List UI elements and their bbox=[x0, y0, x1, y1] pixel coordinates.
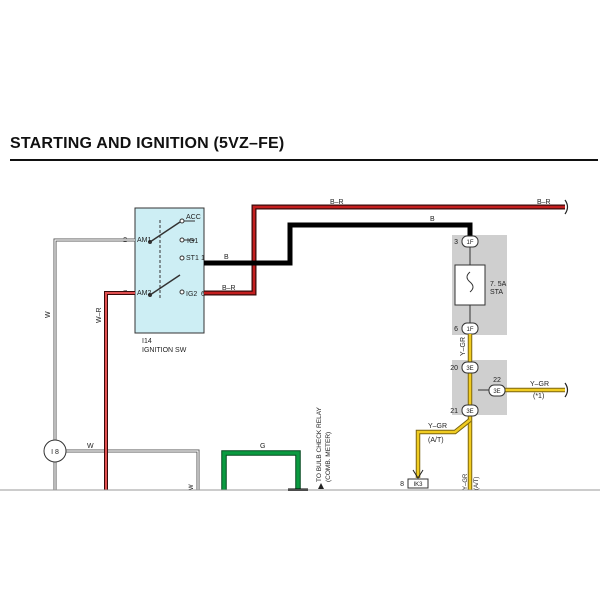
label-w-bottom: W bbox=[189, 484, 195, 490]
connector-3e-21-label: 3E bbox=[466, 409, 473, 415]
pin-acc-label: ACC bbox=[186, 214, 201, 221]
switch-contact-am1 bbox=[149, 221, 181, 243]
label-ygr-left: Y–GR bbox=[428, 423, 447, 430]
terminal-ig2 bbox=[179, 289, 185, 295]
blank-lower-area bbox=[0, 491, 600, 600]
connector-22-number: 22 bbox=[493, 377, 501, 384]
label-ygr-right: Y–GR bbox=[530, 381, 549, 388]
title-underline bbox=[10, 159, 598, 161]
pin-am2-label: AM2 bbox=[137, 290, 152, 297]
label-ygr-vertical: Y–GR bbox=[460, 337, 467, 356]
fuse-name: STA bbox=[490, 289, 503, 296]
label-ygr-bottom-note: (A/T) bbox=[474, 477, 480, 490]
switch-pivot-am1 bbox=[148, 240, 152, 244]
wire-g bbox=[221, 450, 308, 492]
connector-6-number: 6 bbox=[454, 326, 458, 333]
connector-3e-22-label: 3E bbox=[493, 389, 500, 395]
label-br-ig2: B–R bbox=[222, 285, 236, 292]
label-b-top: B bbox=[430, 216, 435, 223]
label-b-st1: B bbox=[224, 254, 229, 261]
label-g: G bbox=[260, 443, 265, 450]
connector-1f-top bbox=[461, 235, 479, 248]
relay-note-line2: (COMB. METER) bbox=[325, 432, 332, 482]
wire-ygr bbox=[412, 334, 569, 490]
connector-3e-22 bbox=[488, 384, 506, 397]
wire-b bbox=[204, 222, 473, 266]
fuse-rating: 7. 5A bbox=[490, 281, 507, 288]
wire-br bbox=[204, 199, 569, 296]
terminal-st1 bbox=[179, 255, 185, 261]
connector-3e-21 bbox=[461, 404, 479, 417]
switch-contact-am2 bbox=[149, 274, 181, 296]
switch-name: IGNITION SW bbox=[142, 347, 187, 354]
connector-i8 bbox=[43, 439, 67, 463]
connector-20-number: 20 bbox=[450, 365, 458, 372]
connector-1f-bottom-label: 1F bbox=[466, 327, 473, 333]
pin-ig2-number: 6 bbox=[201, 291, 205, 298]
pin-st1-number: 1 bbox=[201, 255, 205, 262]
wire-w bbox=[53, 238, 200, 490]
relay-arrow-icon bbox=[318, 483, 324, 489]
label-w-vertical: W bbox=[45, 311, 52, 318]
terminal-acc bbox=[179, 218, 185, 224]
fuse-sta bbox=[454, 247, 486, 323]
connector-3e-20-label: 3E bbox=[466, 366, 473, 372]
label-ygr-left-note: (A/T) bbox=[428, 437, 444, 444]
relay-note-line1: TO BULB CHECK RELAY bbox=[316, 406, 323, 482]
label-ygr-right-note: (*1) bbox=[533, 393, 544, 400]
terminal-ig1 bbox=[179, 237, 185, 243]
label-wr-vertical: W–R bbox=[96, 307, 103, 323]
label-ygr-bottom: Y–GR bbox=[463, 473, 469, 490]
switch-id: I14 bbox=[142, 338, 152, 345]
pin-ig2-label: IG2 bbox=[186, 291, 197, 298]
ignition-switch-box bbox=[134, 207, 205, 334]
wire-wr bbox=[104, 291, 135, 490]
pin-am1-label: AM1 bbox=[137, 237, 152, 244]
connector-ik3-label: IK3 bbox=[413, 482, 423, 488]
connector-1f-top-label: 1F bbox=[466, 240, 473, 246]
pin-st1-label: ST1 bbox=[186, 255, 199, 262]
label-br-top-right: B–R bbox=[537, 199, 551, 206]
connector-3e-20 bbox=[461, 361, 479, 374]
connector-ik3 bbox=[407, 478, 429, 489]
connector-i8-label: I 8 bbox=[51, 449, 59, 456]
switch-pivot-am2 bbox=[148, 293, 152, 297]
label-w-horizontal: W bbox=[87, 443, 94, 450]
connector-3-number: 3 bbox=[454, 239, 458, 246]
connector-8-number: 8 bbox=[400, 481, 404, 488]
connector-21-number: 21 bbox=[450, 408, 458, 415]
page-title: STARTING AND IGNITION (5VZ–FE) bbox=[10, 135, 285, 152]
label-br-top-left: B–R bbox=[330, 199, 344, 206]
pin-ig1-label: IG1 bbox=[187, 238, 198, 245]
